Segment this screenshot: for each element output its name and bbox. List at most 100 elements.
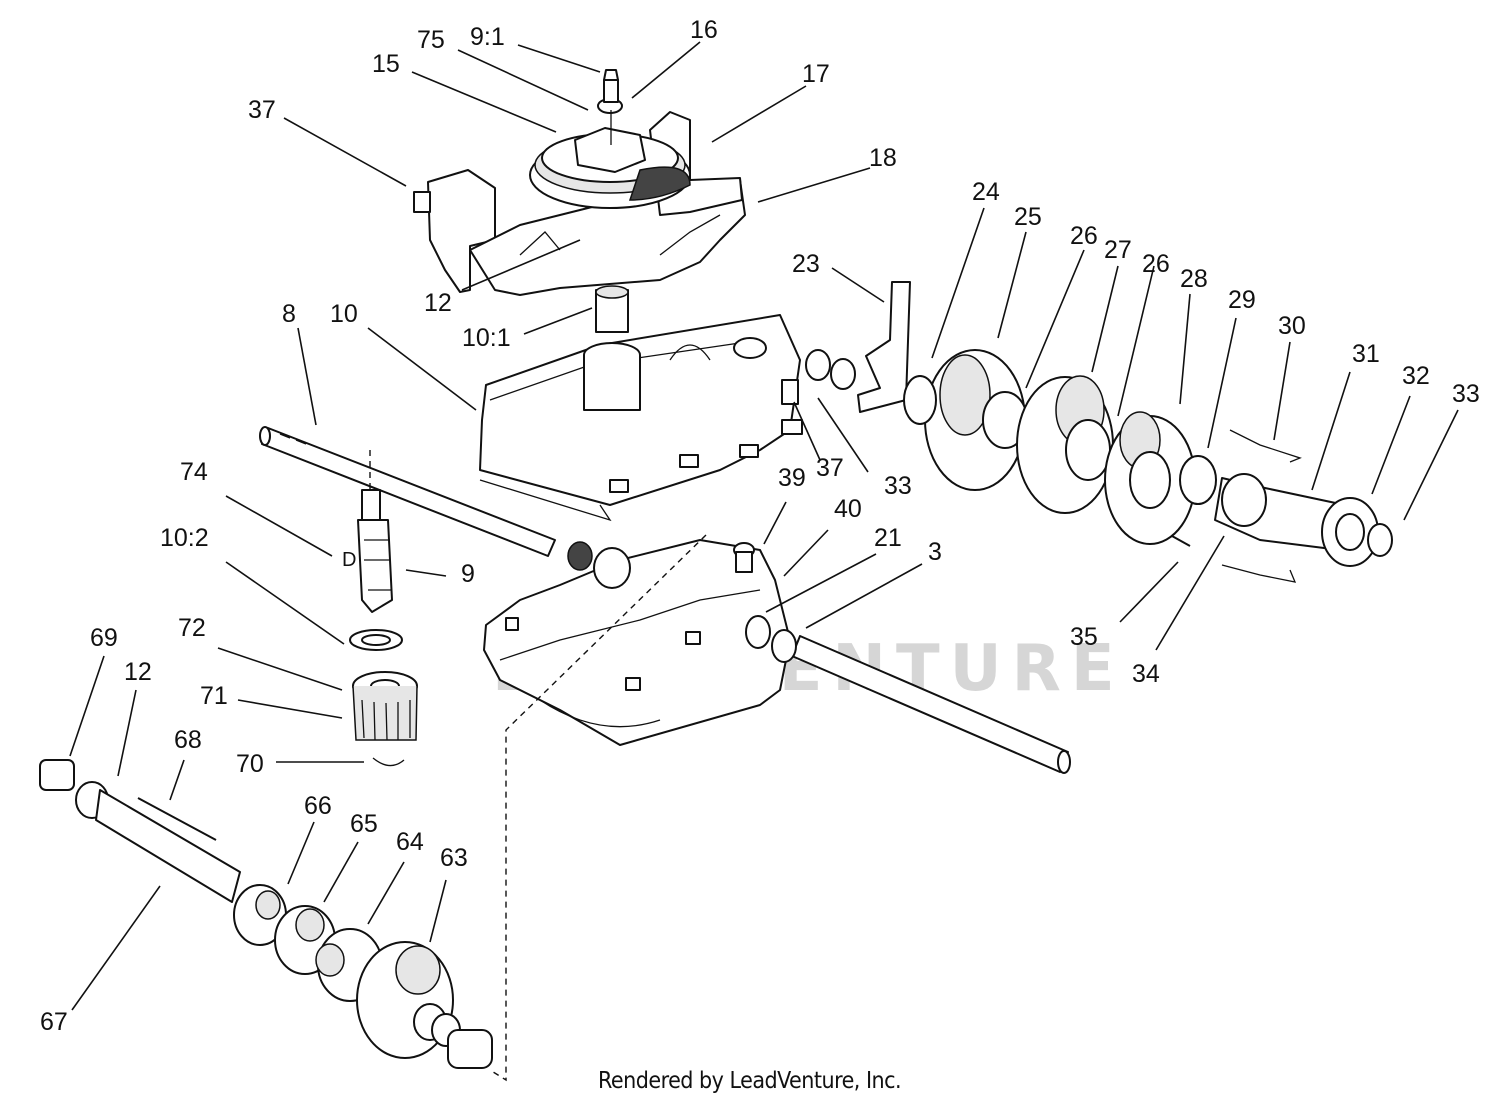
label-39: 39 xyxy=(778,464,806,492)
gearbox-housing-top xyxy=(479,285,803,522)
housing-tab-2 xyxy=(679,454,699,468)
callout-labels: 9:1 75 16 15 17 37 18 12 10:1 8 10 23 24… xyxy=(40,16,1480,1036)
label-68: 68 xyxy=(174,726,202,754)
label-64: 64 xyxy=(396,828,424,856)
housing-bottom-rim xyxy=(499,589,761,661)
part-70-clip xyxy=(372,757,405,767)
label-24: 24 xyxy=(972,178,1000,206)
belt-coil xyxy=(628,166,691,201)
housing-boss xyxy=(583,355,641,411)
pulley-bracket-assembly xyxy=(413,69,746,296)
label-27: 27 xyxy=(1104,236,1132,264)
gear-26b-hub xyxy=(1129,451,1171,509)
label-75: 75 xyxy=(417,26,445,54)
part-9-1-grease-fitting xyxy=(603,69,619,81)
part-39-pin-body xyxy=(735,551,753,573)
label-16: 16 xyxy=(690,16,718,44)
housing-tab-3 xyxy=(739,444,759,458)
footer-credit: Rendered by LeadVenture, Inc. xyxy=(598,1068,902,1094)
shaft-8-bearing-a xyxy=(567,541,593,571)
label-12-top: 12 xyxy=(424,289,452,317)
plate-edge xyxy=(659,214,721,256)
part-16-fitting xyxy=(603,79,619,103)
leader-lines xyxy=(69,41,1459,1011)
part-21-bearing xyxy=(745,615,771,649)
assembly-line xyxy=(489,534,707,1082)
part-30-clip-a xyxy=(1229,429,1302,463)
label-32: 32 xyxy=(1402,362,1430,390)
label-37-mid: 37 xyxy=(816,454,844,482)
lower-shaft-assembly xyxy=(39,759,493,1069)
part-69-bushing xyxy=(39,759,75,791)
plate-slot xyxy=(519,231,561,256)
part-33-washer-b xyxy=(830,358,856,390)
worm-gear-stack xyxy=(349,629,418,767)
label-18: 18 xyxy=(869,144,897,172)
part-67-shaft xyxy=(95,789,241,903)
label-37-top: 37 xyxy=(248,96,276,124)
label-71: 71 xyxy=(200,682,228,710)
label-9: 9 xyxy=(461,560,475,588)
part-29-ring xyxy=(1179,455,1217,505)
right-gear-stack xyxy=(805,281,1393,583)
label-31: 31 xyxy=(1352,340,1380,368)
hb-bolt-3 xyxy=(685,631,701,645)
label-33-mid: 33 xyxy=(884,472,912,500)
gear-64-teeth xyxy=(315,943,345,977)
part-30-clip-b xyxy=(1221,564,1297,583)
part-37-bracket xyxy=(427,169,496,293)
part-23-shift-plate xyxy=(857,281,911,413)
label-40: 40 xyxy=(834,495,862,523)
label-33-right: 33 xyxy=(1452,380,1480,408)
label-12-bottom: 12 xyxy=(124,658,152,686)
housing-bearing-bore xyxy=(733,337,767,359)
gear-24-hub xyxy=(903,375,937,425)
part-35-pin xyxy=(1171,535,1191,547)
label-17: 17 xyxy=(802,60,830,88)
gear-65-teeth xyxy=(295,908,325,942)
shaft-9-detail xyxy=(364,539,392,591)
axle-3-end xyxy=(1057,750,1071,774)
label-70: 70 xyxy=(236,750,264,778)
collar-31-flange xyxy=(1221,473,1267,527)
part-15-hex-hub xyxy=(574,127,646,173)
label-63: 63 xyxy=(440,844,468,872)
part-27-hub xyxy=(1065,419,1111,481)
gear-63-teeth xyxy=(395,945,441,995)
hb-bolt-1 xyxy=(505,617,519,631)
label-9-1: 9:1 xyxy=(470,23,505,51)
label-30: 30 xyxy=(1278,312,1306,340)
label-23: 23 xyxy=(792,250,820,278)
gear-24-teeth xyxy=(939,354,991,436)
part-71-pinion xyxy=(352,685,418,741)
part-37-bolt xyxy=(413,191,431,213)
label-66: 66 xyxy=(304,792,332,820)
label-3: 3 xyxy=(928,538,942,566)
part-33-washer-c xyxy=(1367,523,1393,557)
pinion-teeth xyxy=(361,699,411,741)
part-3-axle xyxy=(745,615,1071,774)
housing-tab-1 xyxy=(609,479,629,493)
label-69: 69 xyxy=(90,624,118,652)
gear-66-teeth xyxy=(255,890,281,920)
gear-63-bushing xyxy=(447,1029,493,1069)
label-65: 65 xyxy=(350,810,378,838)
part-74-key-mark: D xyxy=(342,549,356,571)
shaft-9-body xyxy=(357,519,393,613)
label-10: 10 xyxy=(330,300,358,328)
label-67: 67 xyxy=(40,1008,68,1036)
part-68-key xyxy=(137,797,217,841)
shaft-8-end xyxy=(259,426,271,446)
label-34: 34 xyxy=(1132,660,1160,688)
part-33-washer-a xyxy=(805,349,831,381)
part-8-shaft xyxy=(259,426,556,557)
housing-arch xyxy=(669,344,711,361)
gearbox-housing-bottom xyxy=(483,539,791,746)
label-10-2: 10:2 xyxy=(160,524,209,552)
label-29: 29 xyxy=(1228,286,1256,314)
label-25: 25 xyxy=(1014,203,1042,231)
label-72: 72 xyxy=(178,614,206,642)
label-26-a: 26 xyxy=(1070,222,1098,250)
hb-bolt-2 xyxy=(625,677,641,691)
